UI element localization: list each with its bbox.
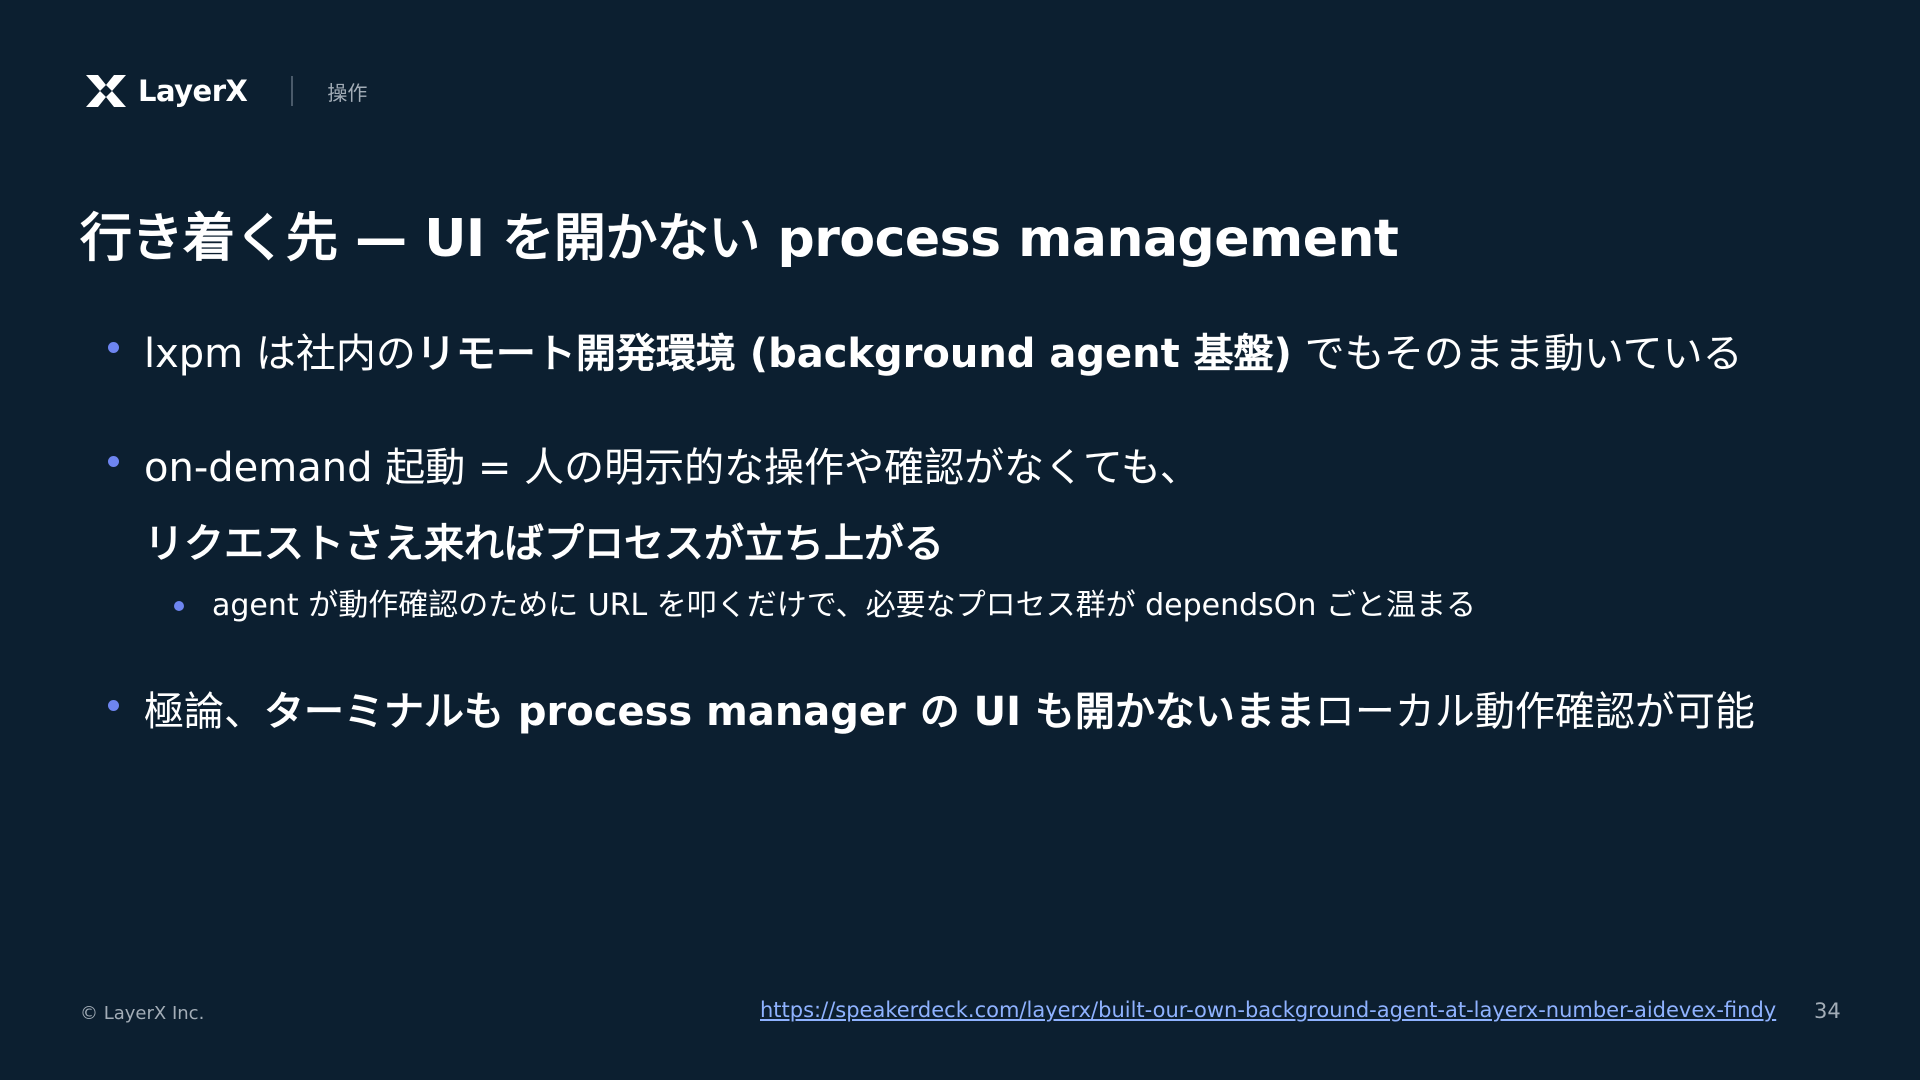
bullet-text: でもそのまま動いている — [1291, 331, 1743, 377]
sub-bullet-list: agent が動作確認のために URL を叩くだけで、必要なプロセス群が dep… — [144, 584, 1864, 628]
bullet-text: lxpm は社内の — [144, 331, 416, 377]
reference-link[interactable]: https://speakerdeck.com/layerx/built-our… — [760, 998, 1777, 1022]
logo-text: LayerX — [138, 74, 248, 108]
bullet-text: ローカル動作確認が可能 — [1314, 689, 1755, 735]
bullet-emphasis: リモート開発環境 (background agent 基盤) — [415, 331, 1292, 377]
slide-title: 行き着く先 — UI を開かない process management — [80, 209, 1399, 269]
section-label: 操作 — [327, 80, 368, 105]
copyright-text: © LayerX Inc. — [80, 1003, 205, 1024]
layerx-logo: LayerX — [84, 72, 248, 110]
bullet-text: on-demand 起動 = 人の明示的な操作や確認がなくても、 — [144, 445, 1200, 491]
bullet-list: lxpm は社内のリモート開発環境 (background agent 基盤) … — [104, 322, 1864, 744]
bullet-item: lxpm は社内のリモート開発環境 (background agent 基盤) … — [104, 322, 1864, 386]
header-divider — [291, 76, 294, 106]
bullet-item: 極論、ターミナルも process manager の UI も開かないままロー… — [104, 680, 1864, 744]
sub-bullet-item: agent が動作確認のために URL を叩くだけで、必要なプロセス群が dep… — [174, 584, 1864, 628]
bullet-emphasis: リクエストさえ来ればプロセスが立ち上がる — [144, 521, 944, 567]
layerx-logo-icon — [86, 75, 126, 107]
page-number: 34 — [1814, 999, 1841, 1023]
bullet-emphasis: ターミナルも process manager の UI も開かないまま — [264, 689, 1315, 735]
slide-header: LayerX 操作 — [84, 70, 367, 112]
bullet-text: 極論、 — [144, 689, 264, 735]
bullet-item: on-demand 起動 = 人の明示的な操作や確認がなくても、 リクエストさえ… — [104, 436, 1864, 628]
